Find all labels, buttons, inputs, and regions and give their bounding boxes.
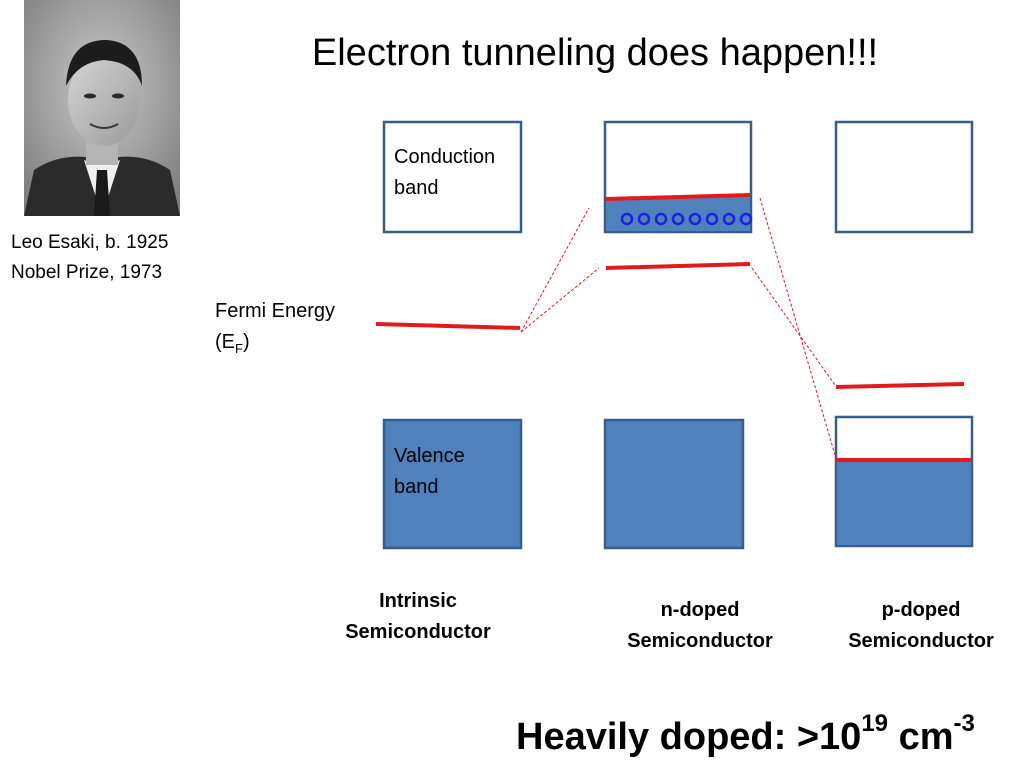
intrinsic-valence-band xyxy=(382,418,523,550)
p-doped-label-line1: p-doped xyxy=(881,599,961,621)
conduction-band-label-line1: Conduction xyxy=(394,146,496,168)
portrait-photo xyxy=(24,0,180,216)
slide-title: Electron tunneling does happen!!! xyxy=(311,32,879,74)
conduction-band-label-line2: band xyxy=(394,177,439,199)
guide-line xyxy=(751,267,836,386)
heavily-doped-unit: cm xyxy=(888,716,954,758)
fermi-level-intrinsic xyxy=(375,322,521,330)
portrait-caption-prize: Nobel Prize, 1973 xyxy=(11,262,163,283)
heavily-doped-exponent: 19 xyxy=(861,710,889,738)
electron xyxy=(688,212,702,226)
electron xyxy=(654,212,668,226)
conduction-edge-n-doped xyxy=(605,262,751,270)
n-doped-label-line1: n-doped xyxy=(660,599,740,621)
p-doped-label-line2: Semiconductor xyxy=(848,630,994,652)
n-doped-label-line2: Semiconductor xyxy=(627,630,773,652)
valence-band-label-line1: Valence xyxy=(394,445,465,467)
electron xyxy=(705,212,719,226)
fermi-symbol-subscript: F xyxy=(235,341,243,356)
fermi-symbol-base: (E xyxy=(215,331,235,353)
electron-dots xyxy=(620,212,753,226)
guide-line xyxy=(520,207,590,333)
guide-line xyxy=(520,267,600,333)
p-doped-filled-states xyxy=(837,460,971,545)
heavily-doped-note: Heavily doped: >1019 cm-3 xyxy=(516,712,975,762)
guide-line xyxy=(759,197,836,456)
electron xyxy=(739,212,753,226)
electron xyxy=(620,212,634,226)
electron xyxy=(671,212,685,226)
valence-band-label-line2: band xyxy=(394,476,439,498)
p-doped-conduction-band xyxy=(834,120,974,234)
fermi-energy-symbol: (EF) xyxy=(215,327,250,364)
intrinsic-label-line2: Semiconductor xyxy=(345,621,491,643)
heavily-doped-unit-exponent: -3 xyxy=(953,710,975,738)
intrinsic-label-line1: Intrinsic xyxy=(379,590,457,612)
conduction-edge-p-doped xyxy=(835,382,965,389)
fermi-level-n-doped xyxy=(605,193,751,201)
intrinsic-conduction-band xyxy=(382,120,523,234)
fermi-levels xyxy=(375,193,972,462)
portrait-caption-name: Leo Esaki, b. 1925 xyxy=(11,232,169,253)
electron xyxy=(637,212,651,226)
fermi-energy-label: Fermi Energy xyxy=(215,300,336,322)
fermi-symbol-close: ) xyxy=(242,331,250,353)
n-doped-valence-band xyxy=(603,418,745,550)
heavily-doped-prefix: Heavily doped: >10 xyxy=(516,716,862,758)
electron xyxy=(722,212,736,226)
guide-lines xyxy=(520,197,836,456)
